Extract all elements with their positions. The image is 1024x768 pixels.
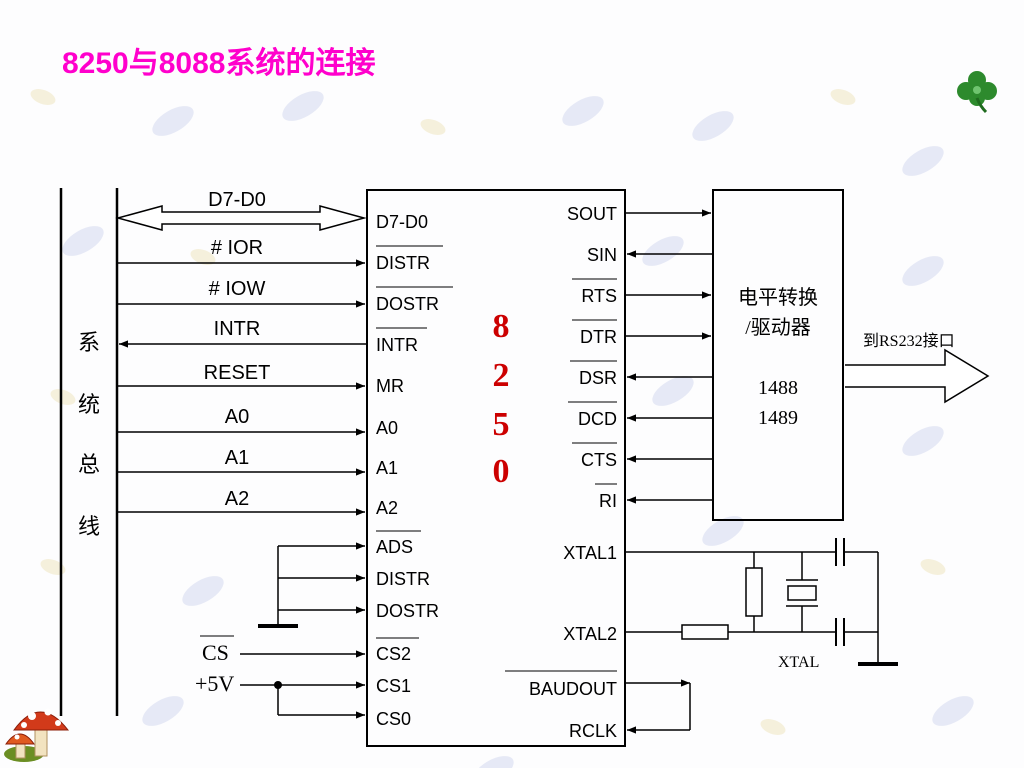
bus-label-char: 统: [78, 392, 100, 417]
chip-right-pin: XTAL2: [563, 624, 617, 644]
chip-left-pin: MR: [376, 376, 404, 396]
chip-left-pin: CS2: [376, 644, 411, 664]
bus-signal-label: INTR: [214, 318, 261, 340]
chip-left-pin: DISTR: [376, 253, 430, 273]
chip-left-pin: INTR: [376, 335, 418, 355]
chip-left-pin: CS0: [376, 709, 411, 729]
bus-signal-label: # IOR: [211, 237, 263, 259]
chip-right-pin: RCLK: [569, 721, 617, 741]
chip-right-pin: XTAL1: [563, 543, 617, 563]
bus-signal-label: A2: [225, 488, 249, 510]
chip-left-pin: ADS: [376, 537, 413, 557]
chip-right-pin: DCD: [578, 409, 617, 429]
chip-right-pin: BAUDOUT: [529, 679, 617, 699]
rs232-arrow: [845, 348, 990, 404]
driver-line1: 电平转换: [738, 286, 818, 309]
driver-line2: /驱动器: [745, 316, 811, 339]
driver-part2: 1489: [758, 407, 798, 429]
chip-left-pin: A2: [376, 498, 398, 518]
mushroom-icon: [4, 708, 70, 762]
driver-part1: 1488: [758, 377, 798, 399]
chip-left-pin: DISTR: [376, 569, 430, 589]
chip-right-pin: DSR: [579, 368, 617, 388]
chip-right-pin: RI: [599, 491, 617, 511]
chip-name-char: 0: [493, 453, 510, 490]
chip-left-pin: A1: [376, 458, 398, 478]
chip-name-char: 8: [493, 308, 510, 345]
series-resistor: [681, 624, 729, 640]
vcc-junction: [274, 681, 282, 689]
bus-label-char: 线: [78, 514, 100, 539]
bus-signal-label: # IOW: [209, 278, 266, 300]
chip-name-char: 2: [493, 357, 510, 394]
slide-title: 8250与8088系统的连接: [62, 47, 376, 80]
chip-right-pin: RTS: [581, 286, 617, 306]
bus-signal-label: D7-D0: [208, 189, 266, 211]
chip-left-pin: DOSTR: [376, 601, 439, 621]
rs232-label: 到RS232接口: [863, 332, 955, 350]
xtal-label: XTAL: [778, 654, 819, 671]
chip-right-pin: SOUT: [567, 204, 617, 224]
driver-box: [712, 189, 844, 521]
chip-name-char: 5: [493, 406, 510, 443]
bus-signal-label: RESET: [204, 362, 271, 384]
chip-8250-box: [366, 189, 626, 747]
bus-label-char: 系: [78, 330, 100, 355]
chip-left-pin: DOSTR: [376, 294, 439, 314]
chip-left-pin: D7-D0: [376, 212, 428, 232]
cs-label: CS: [202, 640, 229, 665]
clover-icon: [957, 71, 997, 114]
crystal-body: [787, 585, 817, 601]
bus-signal-label: A0: [225, 406, 249, 428]
vcc-label: +5V: [195, 671, 234, 696]
chip-right-pin: SIN: [587, 245, 617, 265]
chip-left-pin: CS1: [376, 676, 411, 696]
data-bus-arrow: [115, 205, 367, 231]
feedback-resistor: [745, 567, 763, 617]
chip-right-pin: DTR: [580, 327, 617, 347]
chip-right-pin: CTS: [581, 450, 617, 470]
bus-signal-label: A1: [225, 447, 249, 469]
chip-left-pin: A0: [376, 418, 398, 438]
bus-label-char: 总: [78, 452, 100, 477]
